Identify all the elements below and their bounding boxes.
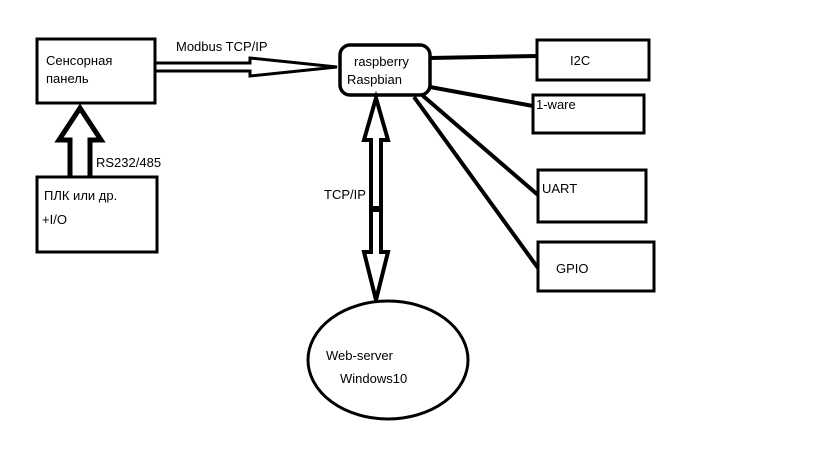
web-server-node: Web-server Windows10: [306, 299, 470, 421]
uart-node: UART: [536, 168, 648, 224]
i2c-node: I2C: [535, 38, 651, 82]
one-wire-label: 1-ware: [536, 97, 576, 112]
plc-label-line1: ПЛК или др.: [44, 188, 117, 203]
touch-panel-box: [35, 37, 157, 105]
one-wire-node: 1-ware: [531, 93, 646, 135]
rs232-label: RS232/485: [96, 155, 161, 170]
rs232-connector: RS232/485: [54, 103, 161, 177]
uart-label: UART: [542, 181, 577, 196]
link-gpio: [412, 95, 540, 270]
raspberry-label-line2: Raspbian: [347, 72, 402, 87]
tcpip-connector: TCP/IP: [324, 90, 391, 301]
i2c-label: I2C: [570, 53, 590, 68]
raspberry-label-line1: raspberry: [354, 54, 409, 69]
gpio-box: [536, 240, 656, 293]
raspberry-box: [338, 43, 432, 97]
tcpip-arrow-upper: [361, 90, 391, 210]
touch-panel-label-line1: Сенсорная: [46, 53, 112, 68]
link-i2c: [429, 54, 538, 60]
tcpip-label: TCP/IP: [324, 187, 366, 202]
gpio-label: GPIO: [556, 261, 589, 276]
web-server-label-line1: Web-server: [326, 348, 394, 363]
link-one-wire: [429, 85, 534, 108]
plc-node: ПЛК или др. +I/O: [35, 175, 159, 254]
plc-box: [35, 175, 159, 254]
uart-box: [536, 168, 648, 224]
modbus-label: Modbus TCP/IP: [176, 39, 268, 54]
rs232-arrow: [54, 103, 106, 177]
web-server-label-line2: Windows10: [340, 371, 407, 386]
touch-panel-node: Сенсорная панель: [35, 37, 157, 105]
link-uart: [420, 93, 540, 197]
tcpip-arrow-lower: [361, 208, 391, 301]
one-wire-box: [531, 93, 646, 135]
web-server-ellipse: [306, 299, 470, 421]
modbus-connector: Modbus TCP/IP: [156, 39, 338, 78]
touch-panel-label-line2: панель: [46, 71, 89, 86]
modbus-arrow: [156, 56, 338, 78]
gpio-node: GPIO: [536, 240, 656, 293]
peripheral-links: [412, 54, 540, 270]
plc-label-line2: +I/O: [42, 212, 67, 227]
i2c-box: [535, 38, 651, 82]
raspberry-node: raspberry Raspbian: [338, 43, 432, 97]
